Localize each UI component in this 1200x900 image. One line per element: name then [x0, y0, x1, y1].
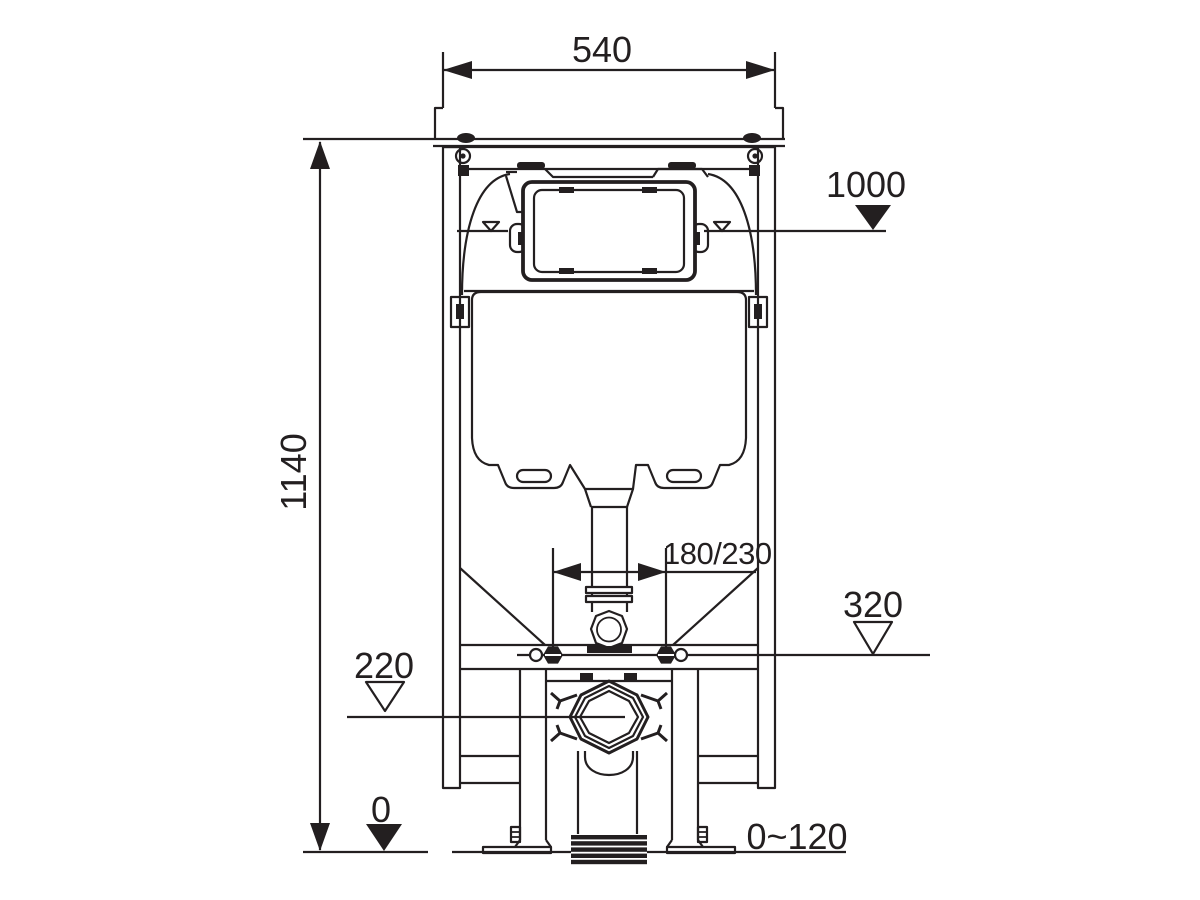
level-220-arrow [364, 680, 406, 713]
frame-legs [481, 669, 737, 855]
water-level-tick-left [481, 220, 501, 233]
panel-inner [532, 188, 686, 274]
dimension-540: 540 [441, 29, 777, 108]
brace-right [672, 567, 759, 646]
level-0-marker: 0 [366, 789, 402, 851]
level-320-marker: 320 [843, 584, 903, 656]
level-220-marker: 220 [354, 645, 414, 713]
dimension-540-label: 540 [572, 29, 632, 70]
level-1000-arrow [855, 205, 891, 230]
dimension-180-230-label: 180/230 [663, 536, 772, 571]
outlet-clamp-right [640, 691, 668, 743]
level-220-label: 220 [354, 645, 414, 686]
pan-bolt-slot-right [665, 468, 703, 484]
washer-left [528, 647, 544, 663]
drain-pipe [571, 751, 647, 865]
pan-bolt-slot-left [515, 468, 553, 484]
tank-clip-right [747, 295, 769, 329]
plate-screw-right [743, 133, 761, 143]
flush-pipe [584, 507, 634, 653]
access-panel [508, 180, 710, 282]
cistern-tank [449, 162, 769, 509]
level-0-arrow [366, 824, 402, 851]
outlet-clamp-left [550, 691, 578, 743]
level-1000-label: 1000 [826, 164, 906, 205]
leg-clip-left [509, 825, 522, 844]
dimension-1140-label: 1140 [273, 433, 314, 510]
level-320-label: 320 [843, 584, 903, 625]
tank-shoulder-right [707, 172, 758, 296]
frame [441, 145, 777, 790]
panel-outer [521, 180, 697, 282]
washer-right [673, 647, 689, 663]
fixing-bolts [517, 646, 930, 664]
level-1000-marker: 1000 [457, 164, 906, 233]
dimension-1140: 1140 [273, 141, 330, 851]
leg-clip-right [696, 825, 709, 844]
pipe-coupling [584, 585, 634, 595]
foot-adjust-range: 0~120 [746, 816, 847, 857]
foot-adjust-label: 0~120 [746, 816, 847, 857]
tank-shoulder-left [460, 172, 511, 296]
brace-left [459, 567, 546, 646]
tank-lower-body [470, 290, 748, 491]
tank-clip-left [449, 295, 471, 329]
outlet-bend [347, 679, 668, 755]
level-0-label: 0 [371, 789, 391, 830]
wall-plate [303, 106, 785, 148]
water-level-tick-right [712, 220, 732, 233]
plate-screw-left [457, 133, 475, 143]
dimension-180-230: 180/230 [551, 536, 772, 652]
level-320-arrow [852, 620, 894, 656]
